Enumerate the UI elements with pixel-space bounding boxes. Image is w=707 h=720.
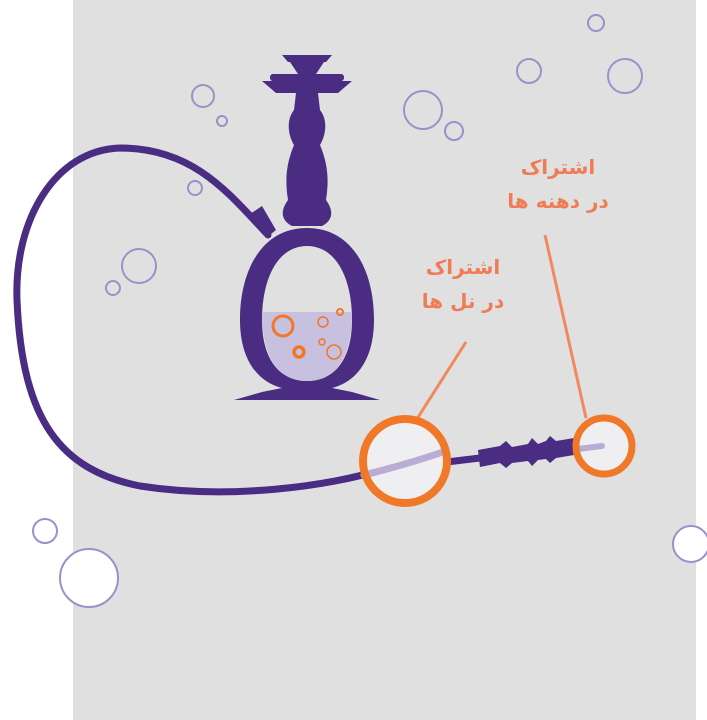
hose-label-line2: در نل ها xyxy=(398,284,528,318)
bubble xyxy=(673,526,707,562)
hose-label-line1: اشتراک xyxy=(398,250,528,284)
mouthpiece-magnifier xyxy=(576,418,632,474)
bowl xyxy=(282,55,332,62)
magnified-mouthpiece xyxy=(578,446,602,449)
bubble xyxy=(60,549,118,607)
tray xyxy=(262,81,352,93)
mouthpiece-sharing-label: اشتراک در دهنه ها xyxy=(488,150,628,218)
tray-rim xyxy=(270,74,344,81)
background-panel xyxy=(73,0,696,720)
hose-magnifier xyxy=(363,419,447,503)
mouthpiece-label-line2: در دهنه ها xyxy=(488,184,628,218)
hose-sharing-label: اشتراک در نل ها xyxy=(398,250,528,318)
bubble xyxy=(33,519,57,543)
mouthpiece-label-line1: اشتراک xyxy=(488,150,628,184)
